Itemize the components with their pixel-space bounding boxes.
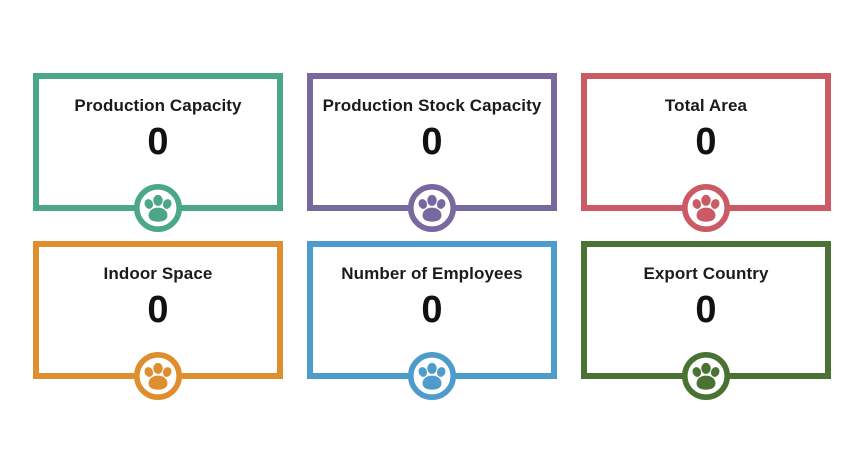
kpi-card-export-country[interactable]: Export Country 0: [581, 241, 831, 400]
paw-icon: [134, 184, 182, 232]
kpi-card-value: 0: [695, 121, 717, 163]
kpi-card-value: 0: [147, 289, 169, 331]
kpi-card-title: Indoor Space: [103, 264, 213, 283]
paw-icon: [408, 352, 456, 400]
paw-icon: [682, 184, 730, 232]
paw-icon: [134, 352, 182, 400]
kpi-card-value: 0: [421, 289, 443, 331]
kpi-card-indoor-space[interactable]: Indoor Space 0: [33, 241, 283, 400]
kpi-card-number-of-employees[interactable]: Number of Employees 0: [307, 241, 557, 400]
kpi-card-value: 0: [147, 121, 169, 163]
paw-icon: [682, 352, 730, 400]
paw-icon: [408, 184, 456, 232]
kpi-card-title: Number of Employees: [341, 264, 523, 283]
kpi-card-title: Total Area: [664, 96, 748, 115]
kpi-card-title: Production Stock Capacity: [322, 96, 542, 115]
kpi-card-total-area[interactable]: Total Area 0: [581, 73, 831, 232]
kpi-card-value: 0: [421, 121, 443, 163]
kpi-card-title: Production Capacity: [74, 96, 242, 115]
kpi-card-title: Export Country: [643, 264, 769, 283]
kpi-card-value: 0: [695, 289, 717, 331]
kpi-card-production-stock-capacity[interactable]: Production Stock Capacity 0: [307, 73, 557, 232]
kpi-card-grid: Production Capacity 0 Production Stock C…: [33, 73, 831, 400]
kpi-card-production-capacity[interactable]: Production Capacity 0: [33, 73, 283, 232]
